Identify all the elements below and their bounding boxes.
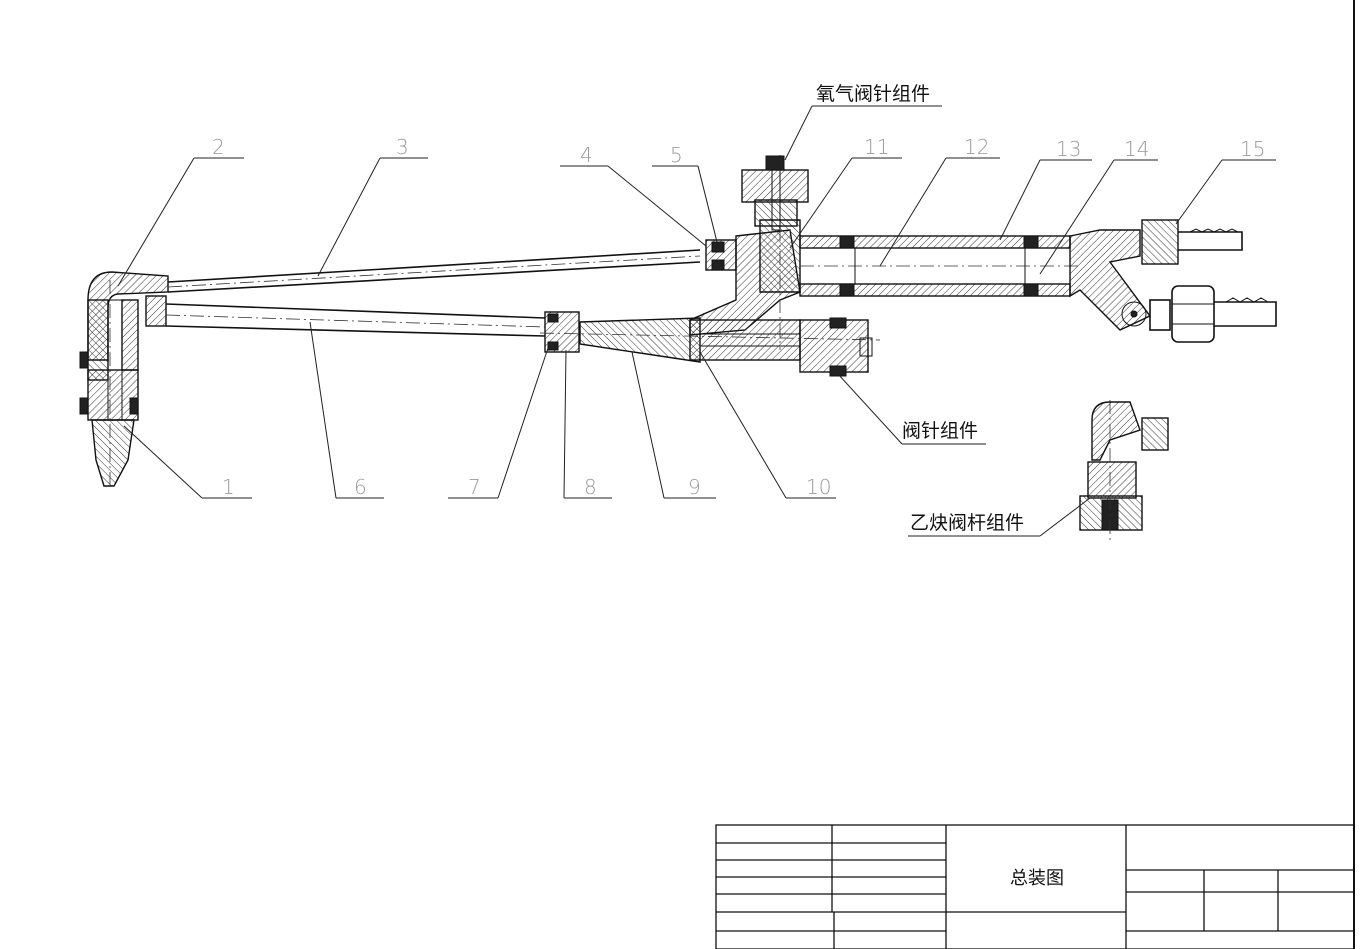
callout-numbers: 2 3 4 5 11 12 13 14 15 1 6 7 8 9 10 (212, 135, 1265, 499)
acetylene-valve-stem-assembly-label: 乙炔阀杆组件 (910, 512, 1024, 534)
callout-2: 2 (212, 135, 225, 159)
callout-4: 4 (580, 143, 593, 167)
title-block: 总装图 (715, 824, 1355, 949)
callout-6: 6 (354, 475, 367, 499)
callout-12: 12 (964, 135, 989, 159)
callout-15: 15 (1240, 137, 1265, 161)
callout-11: 11 (864, 135, 889, 159)
leader-lines (117, 105, 1276, 537)
oxygen-valve-needle-assembly-label: 氧气阀针组件 (816, 83, 930, 105)
valve-needle-assembly-label: 阀针组件 (902, 420, 978, 442)
callout-13: 13 (1056, 137, 1081, 161)
callout-7: 7 (468, 475, 481, 499)
callout-14: 14 (1124, 137, 1149, 161)
callout-8: 8 (584, 475, 597, 499)
callout-1: 1 (222, 475, 235, 499)
callout-10: 10 (806, 475, 831, 499)
callout-5: 5 (670, 143, 683, 167)
callout-3: 3 (396, 135, 409, 159)
callout-9: 9 (688, 475, 701, 499)
torch-drawing (79, 155, 1277, 540)
drawing-title: 总装图 (1010, 868, 1064, 889)
